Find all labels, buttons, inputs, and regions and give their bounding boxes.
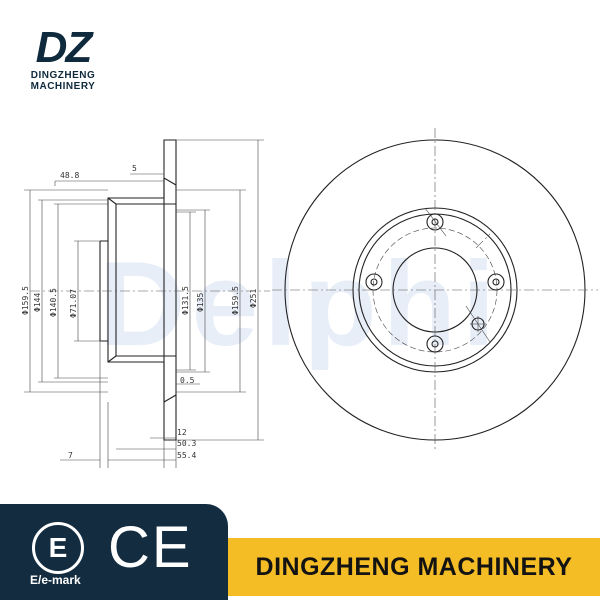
- emark-label: E/e-mark: [30, 573, 81, 587]
- watermark-text: Delphi: [99, 237, 502, 371]
- emark-icon: E: [32, 522, 84, 574]
- logo-line2: MACHINERY: [30, 81, 96, 92]
- horizontal-dimension-lines: [54, 170, 200, 468]
- dim-135: Φ135: [196, 293, 205, 312]
- logo-mark: DZ: [35, 23, 93, 72]
- ce-mark-icon: CE: [108, 515, 193, 580]
- brand-logo: DZ DINGZHENG MACHINERY: [18, 23, 108, 93]
- dim-140-5: Φ140.5: [49, 288, 58, 317]
- dim-159-5-right: Φ159.5: [231, 286, 240, 315]
- dim-131-5: Φ131.5: [181, 286, 190, 315]
- dim-144: Φ144: [33, 293, 42, 312]
- dim-50-3: 50.3: [177, 439, 196, 448]
- disc-front-view: [272, 128, 598, 452]
- dimension-labels: 48.8 5 Φ159.5 Φ144 Φ140.5 Φ71.07 Φ131.5 …: [21, 164, 258, 460]
- company-banner: DINGZHENG MACHINERY: [228, 538, 600, 596]
- dim-251: Φ251: [249, 289, 258, 308]
- dim-12: 12: [177, 428, 187, 437]
- dim-7: 7: [68, 451, 73, 460]
- dim-55-4: 55.4: [177, 451, 196, 460]
- right-dimension-lines: [176, 139, 264, 441]
- left-dimension-lines: [24, 189, 108, 393]
- dim-48-8: 48.8: [60, 171, 79, 180]
- dim-0-5: 0.5: [180, 376, 195, 385]
- dim-159-5-left: Φ159.5: [21, 286, 30, 315]
- logo-line1: DINGZHENG: [30, 70, 96, 81]
- dim-5: 5: [132, 164, 137, 173]
- dim-71-07: Φ71.07: [69, 289, 78, 318]
- disc-side-profile: [30, 139, 270, 441]
